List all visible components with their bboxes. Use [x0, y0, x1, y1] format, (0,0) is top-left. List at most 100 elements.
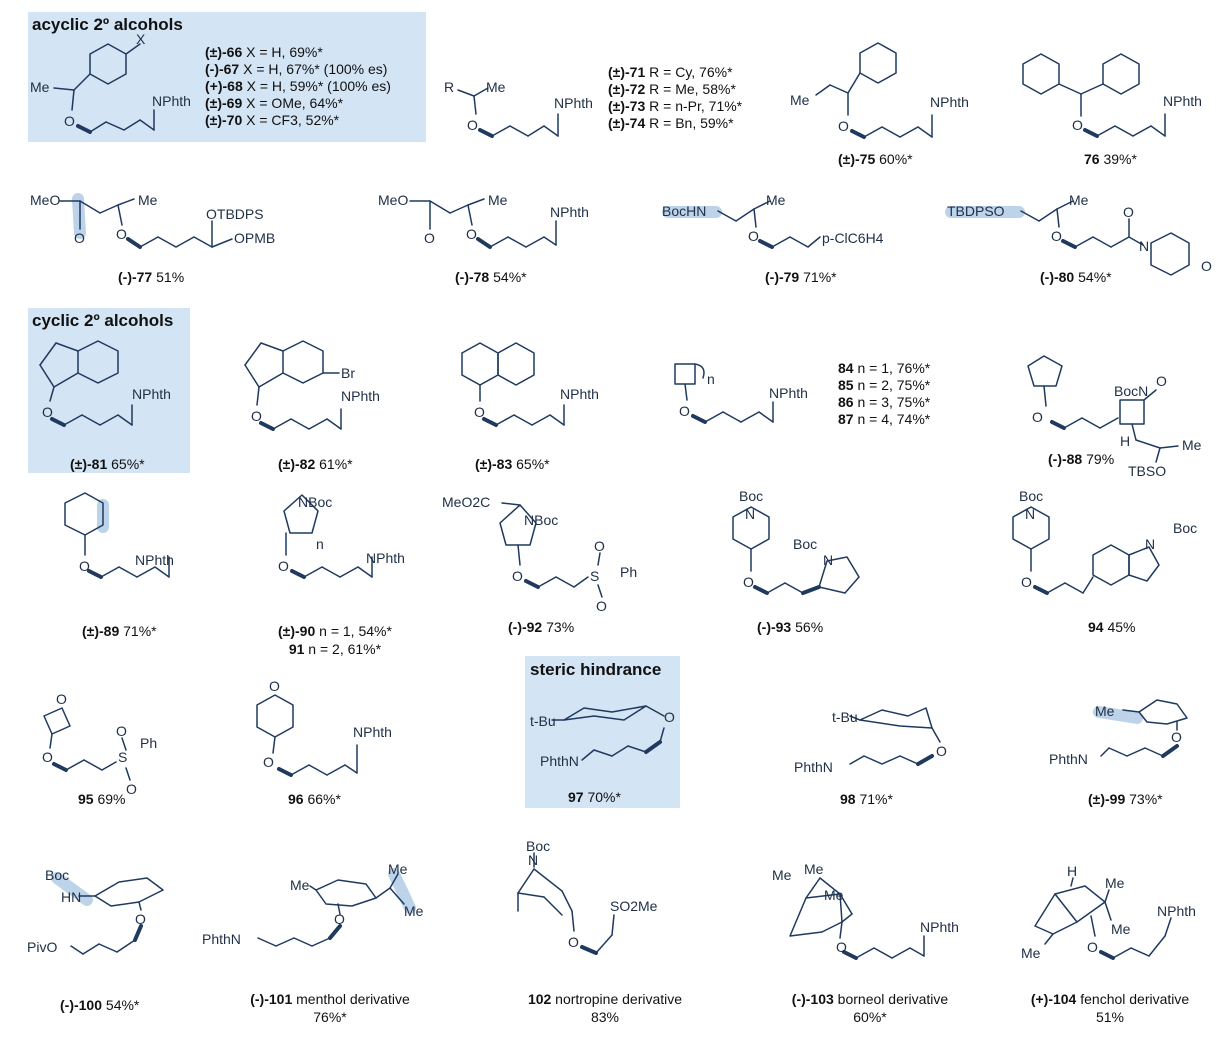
- svg-text:O: O: [568, 934, 579, 950]
- list-item: 85 n = 2, 75%*: [838, 377, 931, 393]
- caption-99: (±)-99 73%*: [1088, 791, 1163, 807]
- svg-text:n: n: [707, 371, 715, 387]
- svg-text:O: O: [594, 538, 605, 554]
- structure-92: MeO2C NBoc O S O O Ph: [442, 494, 637, 614]
- svg-text:O: O: [116, 723, 127, 739]
- structure-96: O O NPhth: [256, 678, 392, 777]
- svg-text:O: O: [424, 230, 435, 246]
- caption-100: (-)-100 54%*: [60, 997, 140, 1013]
- svg-text:O: O: [466, 226, 477, 242]
- caption-77: (-)-77 51%: [118, 269, 185, 285]
- caption-104: (+)-104 fenchol derivative 51%: [1030, 991, 1190, 1025]
- svg-text:HN: HN: [61, 889, 81, 905]
- caption-88: (-)-88 79%: [1048, 451, 1115, 467]
- section-title-cyclic: cyclic 2º alcohols: [32, 311, 174, 330]
- list-item: (±)-69 X = OMe, 64%*: [205, 95, 344, 111]
- svg-text:O: O: [1021, 574, 1032, 590]
- structure-75: Me O NPhth: [790, 42, 969, 139]
- svg-text:O: O: [512, 568, 523, 584]
- svg-text:NPhth: NPhth: [135, 552, 174, 568]
- svg-text:Me: Me: [766, 192, 786, 208]
- svg-text:N: N: [528, 852, 538, 868]
- svg-text:NPhth: NPhth: [930, 94, 969, 110]
- svg-text:Me: Me: [1095, 703, 1115, 719]
- svg-text:Me: Me: [1182, 437, 1202, 453]
- caption-102: 102 nortropine derivative 83%: [527, 991, 683, 1025]
- svg-text:N: N: [1139, 238, 1149, 254]
- steric-highlight-box: [525, 656, 680, 808]
- svg-text:H: H: [1120, 433, 1130, 449]
- svg-text:O: O: [1072, 117, 1083, 133]
- svg-text:NPhth: NPhth: [920, 919, 959, 935]
- svg-text:PhthN: PhthN: [1049, 751, 1088, 767]
- svg-text:N: N: [1145, 536, 1155, 552]
- list-84-87: 84 n = 1, 76%* 85 n = 2, 75%* 86 n = 3, …: [838, 360, 930, 428]
- svg-text:NPhth: NPhth: [341, 388, 380, 404]
- svg-text:NBoc: NBoc: [298, 494, 332, 510]
- caption-75: (±)-75 60%*: [838, 151, 913, 167]
- svg-text:O: O: [116, 226, 127, 242]
- svg-text:n: n: [316, 536, 324, 552]
- svg-text:Me: Me: [1069, 192, 1089, 208]
- list-71-74: (±)-71 R = Cy, 76%* (±)-72 R = Me, 58%* …: [608, 64, 742, 132]
- svg-text:O: O: [836, 939, 847, 955]
- caption-76: 76 39%*: [1084, 151, 1137, 167]
- section-title-acyclic: acyclic 2º alcohols: [32, 15, 183, 34]
- svg-text:O: O: [748, 228, 759, 244]
- svg-text:Me: Me: [488, 192, 508, 208]
- structure-94: Boc N O Boc N: [1012, 488, 1197, 595]
- svg-text:TBSO: TBSO: [1128, 463, 1166, 479]
- list-item: 84 n = 1, 76%*: [838, 360, 931, 376]
- svg-text:Me: Me: [486, 79, 506, 95]
- svg-text:N: N: [1025, 506, 1035, 522]
- svg-text:NPhth: NPhth: [353, 724, 392, 740]
- svg-text:O: O: [1171, 729, 1182, 745]
- structure-90: NBoc n O NPhth: [278, 494, 405, 579]
- svg-text:Me: Me: [772, 867, 792, 883]
- svg-text:O: O: [56, 691, 67, 707]
- caption-89: (±)-89 71%*: [82, 623, 157, 639]
- svg-text:Me: Me: [804, 861, 824, 877]
- structure-78: MeO O Me O NPhth: [378, 192, 589, 249]
- svg-text:N: N: [745, 506, 755, 522]
- svg-text:O: O: [936, 743, 947, 759]
- structure-100: Boc HN O PivO: [27, 867, 164, 955]
- structure-84: n O NPhth: [674, 363, 808, 424]
- atom-nphth: NPhth: [152, 93, 191, 109]
- svg-text:Boc: Boc: [526, 838, 550, 854]
- svg-text:t-Bu: t-Bu: [530, 713, 556, 729]
- svg-text:O: O: [664, 709, 675, 725]
- structure-80: TBDPSO Me O O N O: [945, 192, 1212, 276]
- svg-text:Me: Me: [790, 92, 810, 108]
- svg-text:O: O: [838, 118, 849, 134]
- section-title-steric: steric hindrance: [530, 660, 662, 679]
- caption-95: 95 69%: [78, 791, 126, 807]
- svg-text:Ph: Ph: [140, 735, 157, 751]
- cyclic-highlight-box: [28, 308, 190, 473]
- svg-text:SO2Me: SO2Me: [610, 898, 658, 914]
- svg-text:PhthN: PhthN: [202, 931, 241, 947]
- svg-text:MeO: MeO: [30, 192, 60, 208]
- svg-text:Me: Me: [290, 877, 310, 893]
- svg-text:OPMB: OPMB: [234, 230, 275, 246]
- svg-text:NPhth: NPhth: [1157, 903, 1196, 919]
- structure-103: Me Me Me O NPhth: [772, 861, 959, 960]
- svg-text:O: O: [1201, 258, 1212, 274]
- caption-82: (±)-82 61%*: [278, 456, 353, 472]
- svg-text:O: O: [334, 911, 345, 927]
- svg-text:R: R: [444, 79, 454, 95]
- svg-text:BocHN: BocHN: [662, 203, 706, 219]
- svg-text:O: O: [42, 749, 53, 765]
- svg-text:BocN: BocN: [1114, 383, 1148, 399]
- list-item: (±)-66 X = H, 69%*: [205, 44, 323, 60]
- svg-text:O: O: [596, 598, 607, 614]
- svg-text:PivO: PivO: [27, 939, 57, 955]
- svg-text:O: O: [743, 574, 754, 590]
- structure-89: O NPhth: [64, 492, 174, 579]
- structure-93: Boc N N O Boc N: [732, 488, 860, 595]
- svg-text:Me: Me: [1021, 945, 1041, 961]
- svg-text:O: O: [126, 781, 137, 797]
- svg-text:S: S: [590, 568, 599, 584]
- svg-text:NPhth: NPhth: [554, 95, 593, 111]
- svg-text:Boc: Boc: [45, 867, 69, 883]
